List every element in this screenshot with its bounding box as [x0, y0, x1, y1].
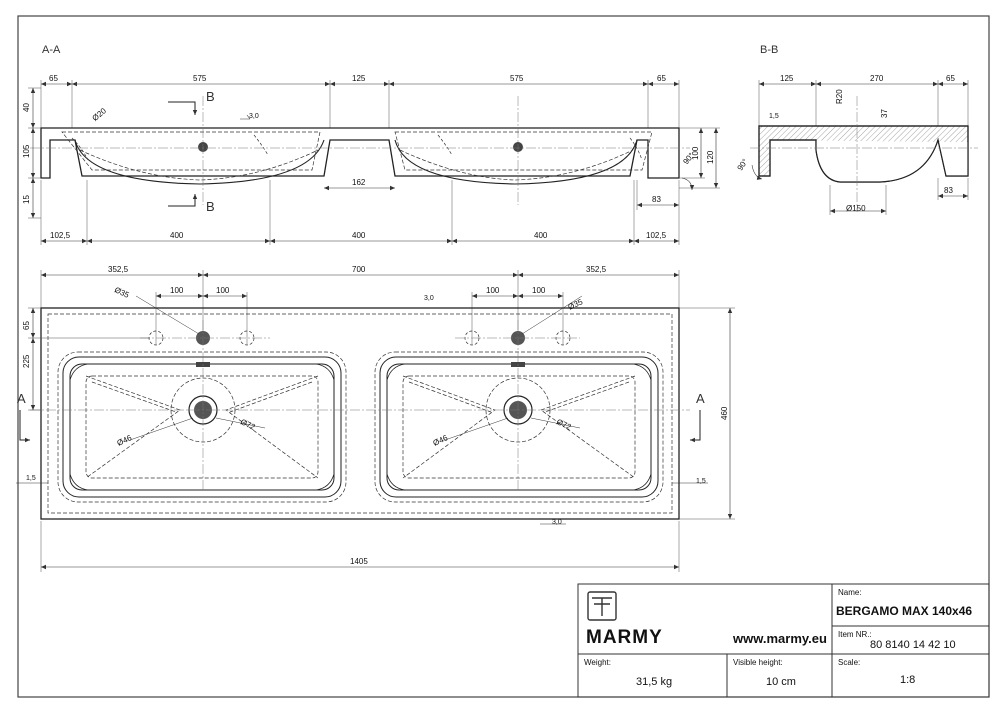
plan-dim-top-1: 352,5 [108, 265, 129, 274]
weight-value: 31,5 kg [636, 676, 673, 688]
bb-dim-top-3: 65 [946, 74, 955, 83]
plan-view [16, 270, 735, 572]
bb-dim-top-1: 125 [780, 74, 794, 83]
name-label: Name: [838, 588, 862, 597]
section-bb-view [750, 80, 978, 215]
plan-flatness-bottom: 3,0 [552, 519, 562, 526]
aa-dim-bottom-5: 102,5 [646, 231, 667, 240]
bb-radius: R20 [835, 89, 844, 104]
item-label: Item NR.: [838, 630, 872, 639]
bb-dim-dia: Ø150 [846, 204, 866, 213]
plan-dim-overall: 1405 [350, 557, 368, 566]
aa-dim-top-5: 65 [657, 74, 666, 83]
aa-dim-left-2: 105 [22, 144, 31, 158]
aa-dim-top-4: 575 [510, 74, 524, 83]
aa-dim-83: 83 [652, 195, 661, 204]
website[interactable]: www.marmy.eu [733, 631, 827, 646]
plan-dim-top-3: 352,5 [586, 265, 607, 274]
brand-name: MARMY [586, 627, 663, 648]
cut-a-left: A [17, 391, 26, 406]
plan-outline [40, 307, 680, 520]
visible-height-label: Visible height: [733, 658, 783, 667]
sheet-border [17, 15, 990, 698]
aa-dim-bottom-1: 102,5 [50, 231, 71, 240]
aa-dim-left-3: 15 [22, 195, 31, 204]
aa-dim-top-3: 125 [352, 74, 366, 83]
bb-dim-top-2: 270 [870, 74, 884, 83]
product-name: BERGAMO MAX 140x46 [836, 604, 973, 618]
plan-hole-dim-1: 100 [170, 286, 184, 295]
plan-flatness-right: 1,5 [696, 478, 706, 485]
plan-dim-left-2: 225 [22, 354, 31, 368]
bb-dim-83: 83 [944, 186, 953, 195]
plan-dim-right: 460 [720, 406, 729, 420]
plan-dim-left-1: 65 [22, 321, 31, 330]
weight-label: Weight: [584, 658, 611, 667]
aa-dim-162: 162 [352, 178, 366, 187]
marmy-logo-mark [587, 591, 617, 621]
plan-hole-dim-2: 100 [216, 286, 230, 295]
scale-label: Scale: [838, 658, 861, 667]
aa-dim-right-2: 120 [706, 150, 715, 164]
item-number: 80 8140 14 42 10 [870, 639, 956, 651]
plan-flatness-top: 3,0 [424, 295, 434, 302]
aa-dim-top-1: 65 [49, 74, 58, 83]
cut-a-right: A [696, 391, 705, 406]
visible-height-value: 10 cm [766, 676, 796, 688]
cut-b-bottom: B [206, 199, 215, 214]
aa-dim-left-1: 40 [22, 103, 31, 112]
aa-dim-top-2: 575 [193, 74, 207, 83]
title-block [577, 583, 990, 698]
section-bb-title: B-B [760, 44, 779, 56]
cut-b-top: B [206, 89, 215, 104]
plan-dim-top-2: 700 [352, 265, 366, 274]
scale-value: 1:8 [900, 674, 916, 686]
aa-flatness: 3,0 [249, 113, 259, 120]
aa-dim-bottom-4: 400 [534, 231, 548, 240]
aa-dim-bottom-2: 400 [170, 231, 184, 240]
aa-dim-bottom-3: 400 [352, 231, 366, 240]
bb-dim-37: 37 [880, 109, 889, 118]
plan-hole-dim-4: 100 [532, 286, 546, 295]
plan-hole-dim-3: 100 [486, 286, 500, 295]
plan-flatness-left: 1,5 [26, 475, 36, 482]
aa-top-slab [40, 127, 680, 179]
bb-flatness: 1,5 [769, 113, 779, 120]
section-aa-title: A-A [42, 44, 61, 56]
section-aa-view [28, 80, 720, 245]
